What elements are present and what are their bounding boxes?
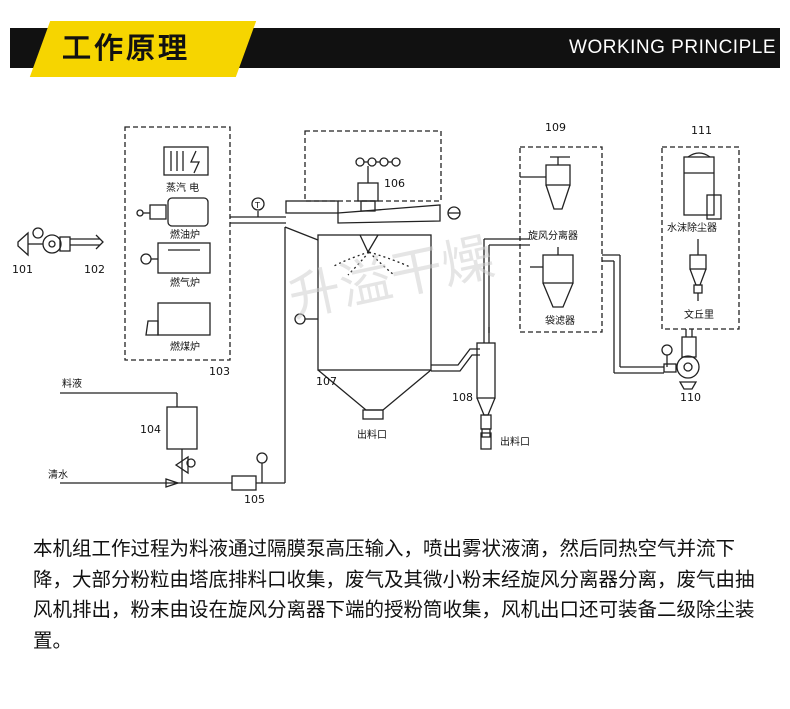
exhaust-fan-icon [663,329,700,390]
label-106: 106 [384,177,405,190]
water-scrubber-icon [683,152,722,220]
label-water-scrubber: 水沫除尘器 [667,221,717,234]
label-clean-water: 清水 [48,468,68,481]
gas-furnace-icon [140,242,211,274]
label-feed-liquid: 料液 [62,377,82,390]
cyclone-separator-icon [520,156,571,210]
description-text: 本机组工作过程为料液通过隔膜泵高压输入，喷出雾状液滴，然后同热空气并流下降，大部… [33,537,755,652]
label-bag-filter: 袋滤器 [545,314,575,327]
label-steam-elec: 蒸汽 电 [166,181,199,194]
label-108: 108 [452,391,473,404]
label-105: 105 [244,493,265,506]
oil-furnace-icon [136,197,209,227]
air-filter-icon [17,227,44,257]
water-line-icon [60,226,319,491]
bag-filter-icon [530,247,574,308]
pump-105-icon [231,475,257,491]
label-102: 102 [84,263,105,276]
label-oil-furnace: 燃油炉 [170,228,200,241]
watermark: 升溢干燥 [283,227,499,329]
label-cyclone-separator: 旋风分离器 [528,229,578,242]
label-109: 109 [545,121,566,134]
label-gas-furnace: 燃气炉 [170,276,200,289]
cyclone-108-icon [476,238,530,450]
label-gauge-t: T [254,201,260,210]
scrubber-group-box [661,146,740,330]
header-title: 工作原理 [62,31,191,65]
label-101: 101 [12,263,33,276]
label-103: 103 [209,365,230,378]
heater-group-box [124,126,231,361]
label-cyclone-outlet: 出料口 [500,435,530,448]
label-111: 111 [691,124,712,137]
spray-mist-icon [331,251,411,276]
label-venturi: 文丘里 [684,308,714,321]
process-diagram: 升溢干燥 101 102 103 104 105 106 107 108 109… [12,121,740,506]
label-107: 107 [316,375,337,388]
header-subtitle: WORKING PRINCIPLE [569,37,776,58]
label-110: 110 [680,391,701,404]
venturi-icon [689,239,707,301]
temperature-gauge-icon [251,197,265,211]
label-tower-outlet: 出料口 [357,428,387,441]
header: 工作原理 WORKING PRINCIPLE [0,0,790,84]
fan-icon [40,234,104,254]
label-104: 104 [140,423,161,436]
atomizer-dials-icon [355,157,401,183]
label-coal-furnace: 燃煤炉 [170,340,200,353]
steam-electric-heater-icon [163,146,209,176]
coal-furnace-icon [145,302,211,336]
feed-tank-icon [60,392,198,483]
